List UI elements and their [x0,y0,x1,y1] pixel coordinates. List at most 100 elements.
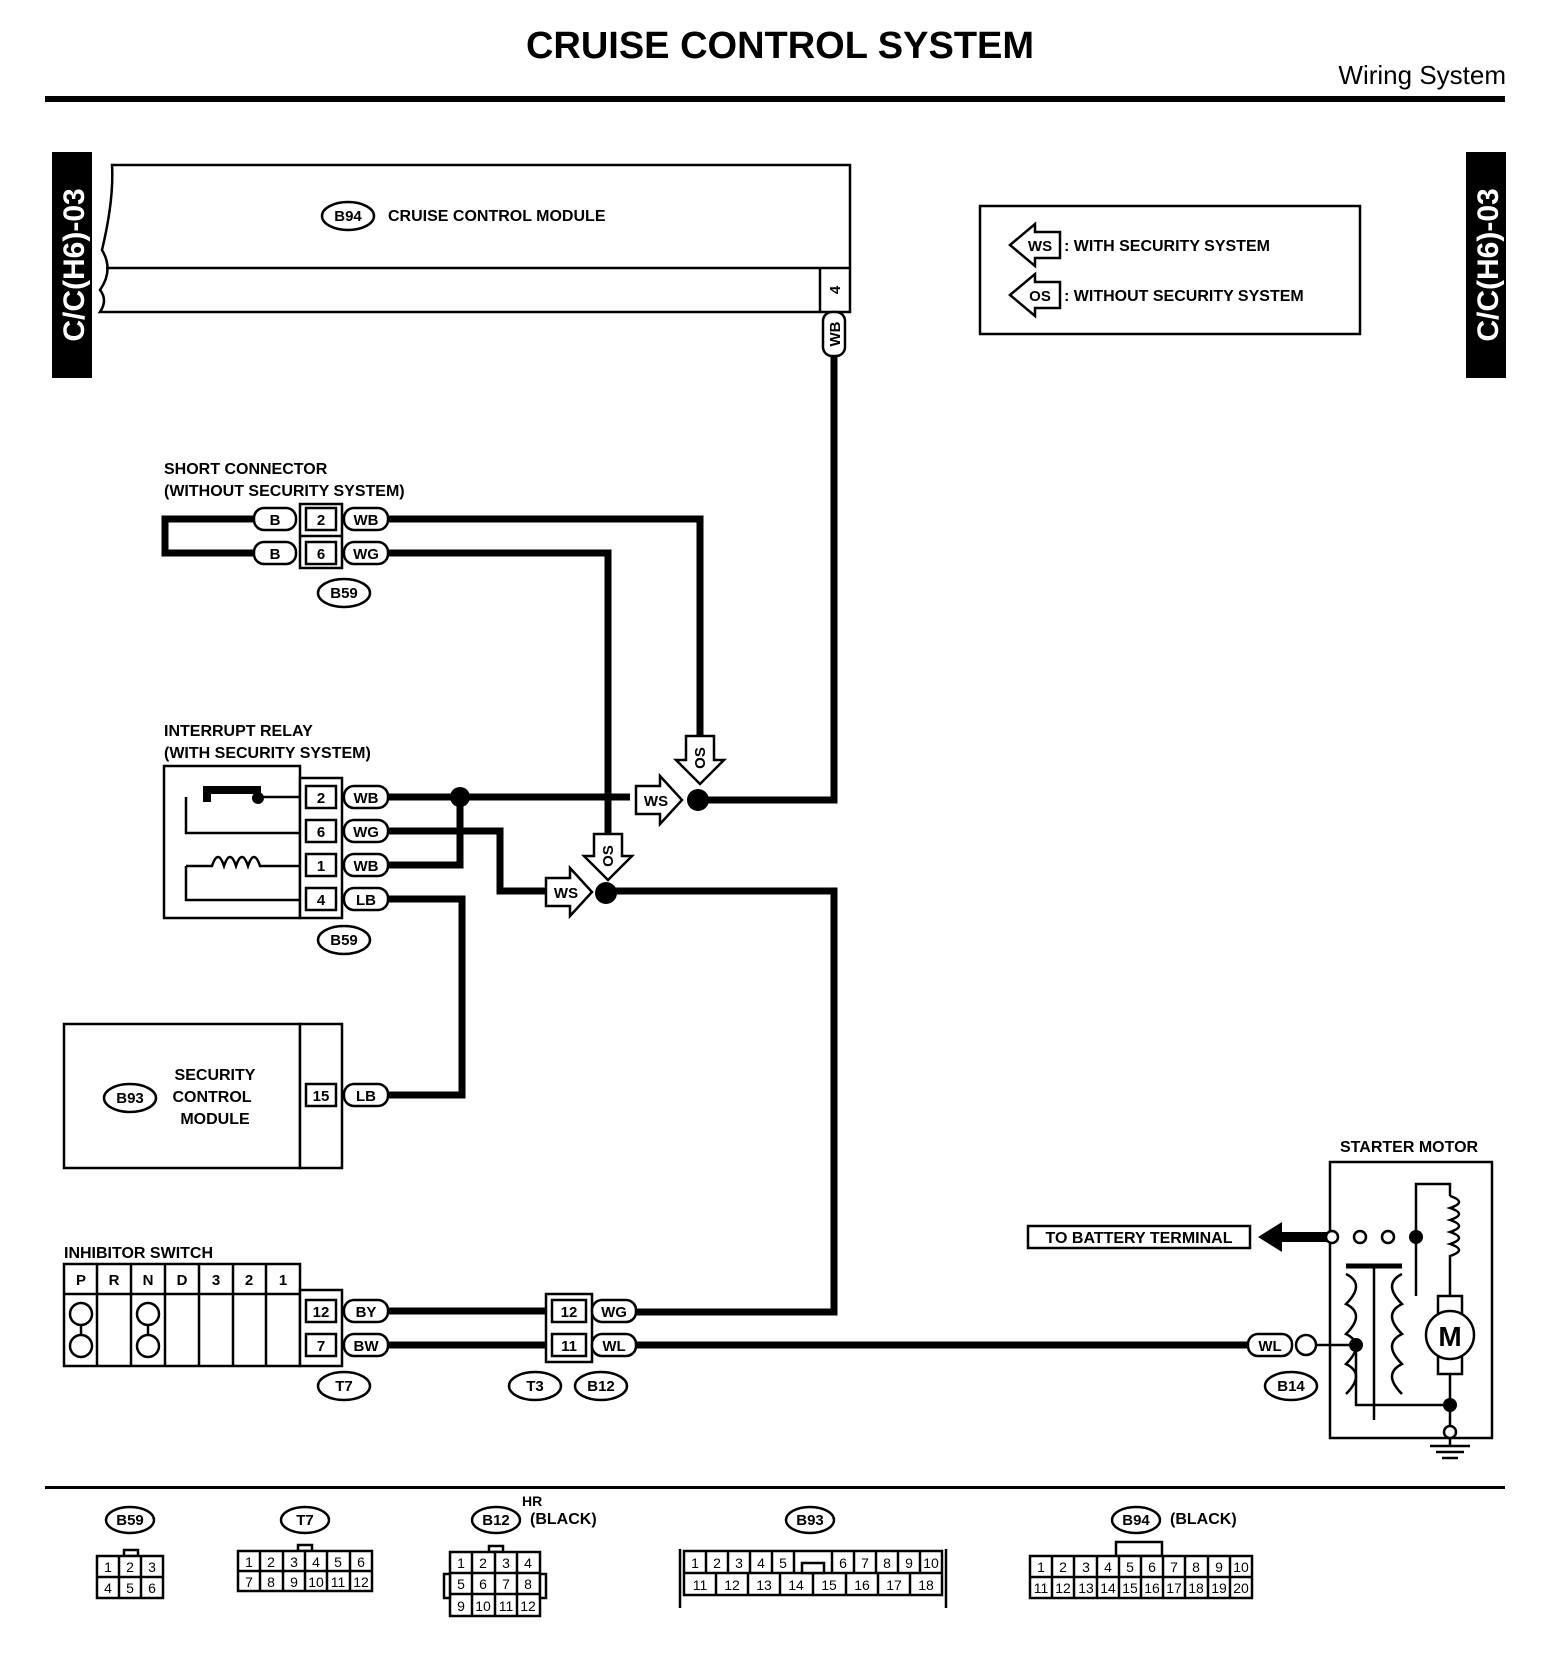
label-connector_views-b93-rows-0-2: 3 [735,1555,743,1571]
label-connector_views-b94-rows-1-9: 20 [1233,1580,1249,1596]
label-connector_views-b59-rows-1-2: 6 [148,1580,156,1596]
connector-view-b12: B12 HR (BLACK) 1 2 3 4 5 6 7 8 9 10 11 1… [442,1493,597,1618]
joint-connector: 12 11 WG WL T3 B12 [507,1292,638,1402]
battery-arrow-icon [1258,1222,1330,1252]
label-inhibitor-positions-6: 1 [279,1272,287,1289]
section-label: Wiring System [1338,60,1506,90]
label-connector_views-b12-rows-0-1: 2 [479,1555,487,1571]
label-connector_views-b94-rows-1-3: 14 [1100,1580,1116,1596]
label-inhibitor-rows-0-wire: BY [356,1304,377,1321]
label-connector_views-b93-rows-1-4: 15 [821,1577,837,1593]
starter-connector-id: B14 [1277,1378,1305,1395]
label-joint-rows-1-wire: WL [602,1338,625,1355]
label-connector_views-b59-rows-1-0: 4 [104,1580,112,1596]
label-connector_views-b93-rows-0-5: 6 [839,1555,847,1571]
label-connector_views-b59-rows-0-2: 3 [148,1559,156,1575]
label-connector_views-b93-rows-0-4: 5 [779,1555,787,1571]
relay-coil-icon [186,855,262,870]
label-connector_views-b93-name: B93 [796,1512,824,1529]
side-tab-left: C/C(H6)-03 [52,152,92,378]
label-connector_views-t7-rows-0-5: 6 [357,1554,365,1570]
label-security_module-line3: MODULE [180,1111,250,1128]
label-connector_views-b94-rows-0-3: 4 [1104,1559,1112,1575]
label-junction_tags-ws: WS [554,885,578,902]
label-connector_views-t7-rows-0-0: 1 [245,1554,253,1570]
label-short_connector-rows-0-pin: 2 [317,512,325,529]
label-inhibitor-positions-0: P [76,1272,86,1289]
label-connector_views-b94-rows-1-6: 17 [1166,1580,1182,1596]
label-inhibitor-positions-4: 3 [212,1272,220,1289]
label-connector_views-b94-rows-1-7: 18 [1188,1580,1204,1596]
ws-legend-text: : WITH SECURITY SYSTEM [1064,238,1270,255]
short-connector: SHORT CONNECTOR (WITHOUT SECURITY SYSTEM… [161,461,405,609]
label-connector_views-b94-rows-0-7: 8 [1192,1559,1200,1575]
label-connector_views-b94-name: B94 [1122,1512,1150,1529]
label-short_connector-rows-1-wire: WG [353,546,379,563]
label-interrupt_relay-rows-0-wire: WB [354,790,379,807]
label-interrupt_relay-title2: (WITH SECURITY SYSTEM) [164,745,371,762]
label-connector_views-b93-rows-0-6: 7 [861,1555,869,1571]
label-starter-title: STARTER MOTOR [1340,1139,1479,1156]
wire-harness-upper [388,356,838,1316]
label-interrupt_relay-rows-3-wire: LB [356,892,376,909]
os-legend-text: : WITHOUT SECURITY SYSTEM [1064,288,1304,305]
label-inhibitor-positions-2: N [143,1272,154,1289]
label-connector_views-b94-rows-1-2: 13 [1078,1580,1094,1596]
cruise-module-wire-tag: WB [821,310,847,358]
label-connector_views-b12-rows-2-3: 12 [520,1598,536,1614]
label-joint-rows-1-pin: 11 [561,1338,577,1355]
label-connector_views-b12-rows-2-2: 11 [499,1598,514,1614]
cruise-module-name: CRUISE CONTROL MODULE [388,208,606,225]
label-connector_views-b94-rows-0-5: 6 [1148,1559,1156,1575]
label-connector_views-b93-rows-0-7: 8 [883,1555,891,1571]
label-connector_views-t7-rows-0-1: 2 [267,1554,275,1570]
label-security_module-wire: LB [356,1088,376,1105]
label-connector_views-b12-rows-0-0: 1 [457,1555,465,1571]
battery-terminal-label: TO BATTERY TERMINAL [1046,1230,1233,1247]
label-connector_views-b93-rows-1-2: 13 [756,1577,772,1593]
label-connector_views-b59-rows-0-0: 1 [104,1559,112,1575]
cruise-control-module: B94 CRUISE CONTROL MODULE 4 [97,163,852,314]
label-connector_views-b94-rows-0-1: 2 [1059,1559,1067,1575]
connector-view-b93: B93 1 2 3 4 5 6 7 8 9 10 11 12 13 [678,1505,948,1608]
label-short_connector-rows-1-pin: 6 [317,546,325,563]
label-connector_views-b12-note_hr: HR [522,1493,542,1509]
label-connector_views-b12-rows-2-1: 10 [475,1598,491,1614]
label-inhibitor-positions-5: 2 [245,1272,253,1289]
label-inhibitor-rows-0-pin: 12 [313,1304,330,1321]
label-connector_views-t7-rows-1-5: 12 [353,1574,369,1590]
joint-connector-id-b12: B12 [587,1378,615,1395]
field-coil-icon [1446,1194,1461,1264]
label-connector_views-b94-rows-1-4: 15 [1122,1580,1138,1596]
motor-icon: M [1438,1321,1461,1352]
label-connector_views-b94-rows-0-0: 1 [1037,1559,1045,1575]
label-connector_views-b12-rows-1-2: 7 [502,1576,510,1592]
label-short_connector-rows-0-left: B [270,512,281,529]
label-connector_views-b93-rows-1-7: 18 [918,1577,934,1593]
label-security_module-line1: SECURITY [175,1067,256,1084]
label-connector_views-t7-rows-1-0: 7 [245,1574,253,1590]
label-inhibitor-positions-1: R [109,1272,120,1289]
label-connector_views-b94-rows-1-0: 11 [1034,1580,1049,1596]
label-connector_views-b12-rows-1-0: 5 [457,1576,465,1592]
label-starter-wire: WL [1258,1338,1281,1355]
starter-motor: STARTER MOTOR WL B14 TO BATTERY TERMINAL [1026,1139,1494,1460]
inhibitor-connector-id: T7 [335,1378,353,1395]
label-connector_views-t7-rows-0-2: 3 [290,1554,298,1570]
label-short_connector-title1: SHORT CONNECTOR [164,461,328,478]
label-connector_views-b94-rows-0-8: 9 [1215,1559,1223,1575]
label-inhibitor-rows-1-wire: BW [354,1338,380,1355]
label-legend-os_tag: OS [1029,288,1051,305]
label-connector_views-t7-rows-0-3: 4 [312,1554,320,1570]
label-connector_views-b12-note_color: (BLACK) [530,1511,597,1528]
label-connector_views-b93-rows-1-3: 14 [788,1577,804,1593]
label-connector_views-b94-note_color: (BLACK) [1170,1511,1237,1528]
label-connector_views-b12-rows-1-1: 6 [479,1576,487,1592]
ws-legend-arrow-icon [1008,221,1062,269]
label-connector_views-b94-rows-1-1: 12 [1055,1580,1071,1596]
label-interrupt_relay-title1: INTERRUPT RELAY [164,723,313,740]
label-short_connector-title2: (WITHOUT SECURITY SYSTEM) [164,483,405,500]
side-tab-right: C/C(H6)-03 [1466,152,1506,378]
